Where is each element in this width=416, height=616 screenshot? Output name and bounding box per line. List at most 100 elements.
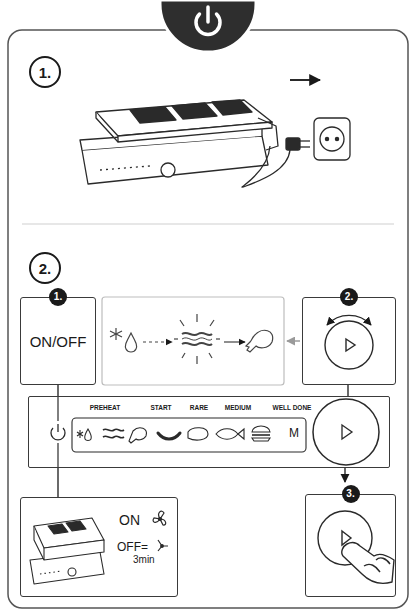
grill-illustration: [242, 146, 290, 187]
start-button: [313, 399, 379, 465]
fan-icon: [158, 540, 168, 551]
grill-small: [68, 568, 76, 576]
cooking-cycle-box: [110, 331, 122, 337]
callout-number: 1.: [49, 288, 67, 306]
cooking-cycle-box: [246, 330, 273, 352]
mode-letter: M: [289, 427, 299, 439]
step-number: 1.: [29, 56, 61, 88]
grill-illustration: [300, 140, 310, 141]
cooking-cycle-box: [182, 343, 212, 345]
step-number-text: 2.: [39, 260, 52, 277]
divider: [22, 224, 394, 225]
cooking-cycle-box: [182, 333, 212, 335]
control-strip: [129, 428, 147, 443]
grill-small: [48, 524, 68, 534]
outer-panel: [8, 30, 408, 608]
cooking-cycle-box: [224, 341, 245, 342]
dial-box: 2.: [302, 297, 396, 385]
control-strip: [77, 432, 83, 436]
dial-symbol: [325, 321, 373, 369]
grill-small: [44, 540, 104, 560]
connector-line: [57, 468, 58, 497]
dial-symbol: [325, 315, 373, 369]
panel-label: WELL DONE: [273, 405, 312, 412]
time-label: 3min: [133, 555, 155, 565]
fan-icon: [153, 511, 168, 551]
node-label: ON/OFF: [30, 333, 87, 350]
press-box: 3.: [305, 494, 396, 597]
dial-symbol: [346, 339, 355, 351]
finger: [342, 543, 394, 584]
grill-small: [34, 526, 44, 560]
grill-illustration: [258, 118, 278, 150]
grill-illustration: [161, 163, 175, 177]
control-strip: [57, 397, 58, 421]
on-off-box: 1.ON/OFF: [20, 297, 96, 385]
cooking-cycle-box: [110, 331, 122, 337]
grill-illustration: [286, 138, 300, 150]
grill-illustration: [320, 127, 344, 151]
grill-illustration: [96, 112, 118, 142]
panel-label: RARE: [190, 405, 208, 412]
divider: [22, 224, 394, 225]
control-strip: [252, 426, 270, 432]
connector-line: [344, 468, 345, 482]
connector-line: [57, 385, 58, 396]
control-strip: [85, 429, 92, 441]
control-strip: [252, 434, 270, 436]
grill-small: [66, 521, 86, 531]
grill-illustration: [130, 107, 176, 123]
start-button: [342, 425, 352, 439]
finger: [364, 564, 380, 572]
panel-label: START: [150, 405, 171, 412]
grill-illustration: [118, 122, 272, 142]
callout-number: 3.: [342, 485, 360, 503]
grill-small: [30, 518, 104, 584]
on-label: ON: [119, 513, 140, 527]
off-label: OFF=: [117, 541, 148, 553]
cooking-cycle-box: [182, 338, 212, 340]
grill-illustration: [290, 79, 320, 81]
control-strip: [51, 397, 306, 467]
power-tab: [160, 0, 256, 52]
flow-arrow: [287, 340, 300, 342]
cooking-cycle-box: [102, 297, 284, 385]
cooking-cycle-box: [216, 338, 220, 339]
step-number: 2.: [29, 252, 61, 284]
grill-illustration: [300, 146, 310, 147]
cooking-cycle-box: [196, 314, 197, 322]
cooking-cycle-box: [196, 356, 197, 364]
control-strip: [72, 418, 306, 452]
cooking-cycle-box: [143, 341, 172, 342]
grill-illustration: [100, 166, 150, 170]
cooking-cycle-box: [180, 320, 184, 326]
grill-small: [40, 571, 62, 574]
panel-label: PREHEAT: [90, 405, 121, 412]
cooking-cycle-box: [125, 333, 136, 352]
grill-illustration: [80, 80, 350, 187]
control-strip: [188, 428, 208, 440]
dial-symbol: [327, 315, 371, 325]
control-strip: [57, 443, 58, 467]
step-number-text: 1.: [39, 64, 52, 81]
grill-illustration: [325, 137, 328, 140]
connector-line: [347, 385, 348, 396]
control-strip: [158, 433, 180, 439]
grill-illustration: [212, 100, 252, 115]
outer-panel: [8, 30, 408, 608]
control-strip: [103, 436, 124, 438]
grill-illustration: [172, 103, 217, 119]
cooking-cycle-box: [210, 320, 214, 326]
grill-illustration: [314, 118, 350, 160]
control-strip: [216, 429, 244, 440]
control-strip: [252, 438, 270, 441]
cooking-cycle-box: [102, 297, 284, 385]
control-strip: [57, 424, 58, 432]
control-strip: [103, 429, 124, 431]
start-button: [313, 399, 379, 465]
cooking-cycle-box: [182, 353, 185, 358]
finger: [376, 558, 390, 564]
callout-number: 2.: [340, 288, 358, 306]
power-tab: [160, 0, 256, 52]
control-strip: [77, 432, 83, 436]
